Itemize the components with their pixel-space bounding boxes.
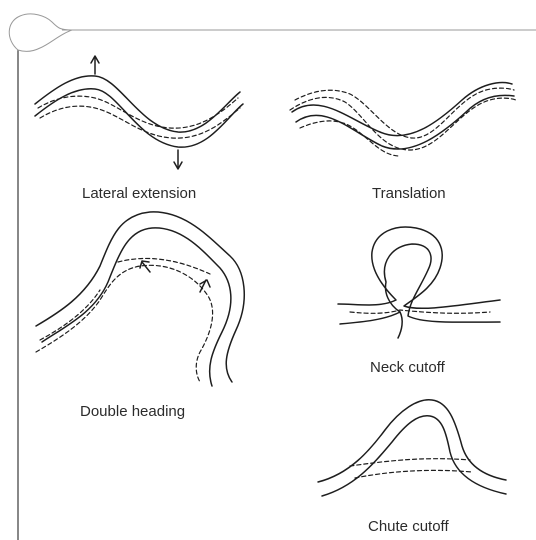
double-heading-label: Double heading <box>80 403 185 420</box>
translation-sketch <box>290 83 516 156</box>
small-arrow-icon <box>140 261 150 272</box>
neck-cutoff-sketch <box>338 227 500 338</box>
neck-cutoff-label: Neck cutoff <box>370 359 446 376</box>
arrow-down-icon <box>174 150 182 169</box>
double-heading-sketch <box>36 212 244 386</box>
page-frame <box>9 14 536 540</box>
chute-cutoff-label: Chute cutoff <box>368 518 449 535</box>
small-arrow-icon <box>200 280 210 292</box>
chute-cutoff-sketch <box>318 400 506 496</box>
lateral-extension-label: Lateral extension <box>82 185 196 202</box>
translation-label: Translation <box>372 185 446 202</box>
arrow-up-icon <box>91 56 99 74</box>
lateral-extension-sketch <box>35 56 243 169</box>
